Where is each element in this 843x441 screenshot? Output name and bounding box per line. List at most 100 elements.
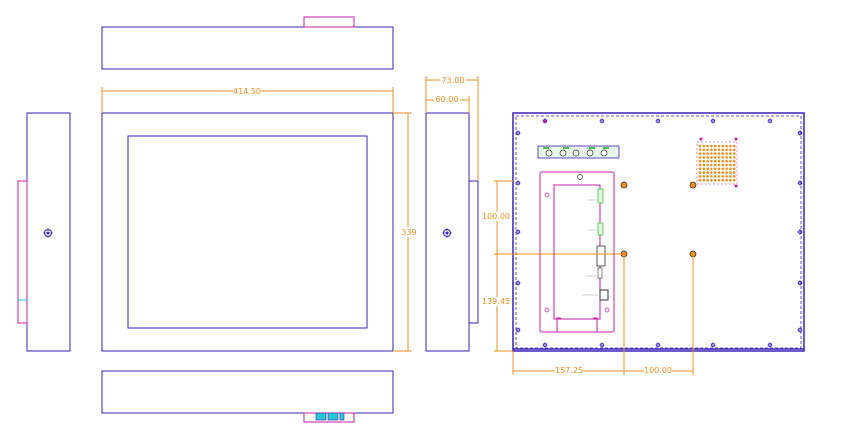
screw-icon [797,180,803,186]
vent-hole [729,167,732,171]
width-dimension: 414.50 [101,86,394,113]
vent-hole [710,175,713,178]
rear-v1-label: 100.00 [482,212,510,221]
vent-hole [713,167,717,171]
height-total-label: 339 [401,228,416,237]
front-bezel [101,112,394,352]
screw-icon [599,342,605,348]
screw-icon [797,229,803,235]
vent-hole [713,163,717,167]
vent-hole [732,163,736,167]
right-side-knob-icon [442,228,452,238]
screw-icon [767,118,773,124]
vent-hole [717,144,721,148]
vent-hole [702,175,706,178]
vent-hole [702,159,706,163]
vent-hole [713,144,717,148]
vent-hole [698,159,702,163]
vent-hole [710,167,713,171]
vent-hole [702,163,706,167]
vent-hole [698,156,702,159]
vent-hole [729,175,732,178]
vent-hole [698,152,702,155]
vent-hole [710,163,713,167]
vent-hole [702,156,706,159]
vent-hole [713,159,717,163]
screw-icon [655,118,661,124]
vent-hole [725,178,728,182]
depth-dimension-total: 73.00 [425,76,479,181]
vent-hole [725,171,728,174]
screw-icon [767,342,773,348]
vent-hole [729,144,732,148]
vent-hole [717,175,721,178]
vent-hole [710,178,713,182]
vent-hole [698,148,702,152]
front-view [101,112,394,352]
marker-dot [734,184,738,188]
screw-icon [797,130,803,136]
depth-total-label: 73.00 [442,76,465,85]
connector-strip [537,145,620,159]
rear-vertical-dimensions: 100.00 139.45 [482,180,624,352]
vent-hole [725,175,728,178]
rear-view [512,112,805,352]
right-side-view [425,112,479,352]
right-side-bracket [468,180,479,324]
screw-icon [515,130,521,136]
vent-hole [725,163,728,167]
vent-hole [721,178,725,182]
vent-hole [725,159,728,163]
vent-hole [729,159,732,163]
mounting-bracket [539,171,615,333]
vent-hole [706,152,709,155]
top-view [101,16,394,70]
screw-icon [515,180,521,186]
vent-hole [710,144,713,148]
vent-hole [702,171,706,174]
vent-hole [717,156,721,159]
bottom-view-body [101,370,394,414]
marker-dot [699,137,703,141]
vent-hole [702,144,706,148]
vent-hole [702,167,706,171]
height-dimension: 339 [393,112,418,352]
vent-hole [717,148,721,152]
rear-h1-label: 157.25 [555,366,583,375]
vent-hole [710,156,713,159]
vent-hole [713,148,717,152]
vent-hole [706,171,709,174]
width-total-label: 414.50 [233,87,261,96]
vent-hole [717,171,721,174]
vent-hole [710,152,713,155]
vent-hole [706,175,709,178]
vent-hole [698,171,702,174]
vent-hole [698,178,702,182]
vent-hole [706,178,709,182]
vent-hole [698,175,702,178]
vent-hole [725,156,728,159]
vent-hole [702,148,706,152]
vent-hole [713,175,717,178]
vent-hole [732,156,736,159]
vent-hole [732,148,736,152]
vent-hole [729,178,732,182]
vent-hole [725,167,728,171]
left-side-bracket [17,180,28,324]
vent-hole [721,152,725,155]
screw-icon [797,280,803,286]
vent-hole [717,152,721,155]
rear-v2-label: 139.45 [482,297,510,306]
vent-hole [698,167,702,171]
screw-icon [797,327,803,333]
vent-hole [725,152,728,155]
vent-hole [706,167,709,171]
rear-screws [515,118,803,348]
vent-hole [729,152,732,155]
vent-hole [732,167,736,171]
vent-hole [706,148,709,152]
left-side-knob-icon [43,228,53,238]
vent-hole [732,171,736,174]
vent-hole [729,163,732,167]
screw-icon [515,327,521,333]
